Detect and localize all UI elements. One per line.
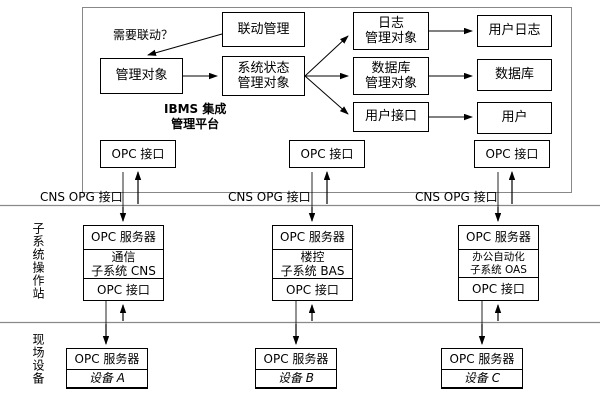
subsystem-oas-name-line2: 子系统 OAS <box>470 263 527 276</box>
subsystem-cns-opc-interface: OPC 接口 <box>97 283 150 298</box>
box-user-log[interactable]: 用户日志 <box>477 15 552 47</box>
box-log-managed-object-line2: 管理对象 <box>364 31 417 46</box>
box-log-managed-object-line1: 日志 <box>377 15 404 31</box>
ibms-platform-caption-line2: 管理平台 <box>171 117 220 131</box>
ibms-platform-caption-line1: IBMS 集成 <box>164 102 227 116</box>
subsystem-cns-name: 通信 子系统 CNS <box>84 249 163 280</box>
subsystem-cns-name-line1: 通信 <box>111 250 136 264</box>
subsystem-bas-opc-interface: OPC 接口 <box>286 283 339 298</box>
box-user-interface-label: 用户接口 <box>364 109 417 125</box>
box-database-label: 数据库 <box>494 67 534 83</box>
device-c-server: OPC 服务器 <box>449 351 515 366</box>
ibms-opc-interface-mid[interactable]: OPC 接口 <box>289 140 365 168</box>
ibms-opc-interface-mid-label: OPC 接口 <box>300 146 354 161</box>
box-database-managed-object[interactable]: 数据库 管理对象 <box>353 57 429 95</box>
subsystem-cns-server: OPC 服务器 <box>91 230 156 245</box>
device-a[interactable]: OPC 服务器 设备 A <box>66 348 148 389</box>
ibms-opc-interface-left-label: OPC 接口 <box>111 146 165 161</box>
ibms-opc-interface-right-label: OPC 接口 <box>485 146 539 161</box>
box-log-managed-object[interactable]: 日志 管理对象 <box>353 12 429 50</box>
box-database[interactable]: 数据库 <box>477 59 552 91</box>
box-database-managed-object-line2: 管理对象 <box>364 76 417 91</box>
ibms-opc-interface-left[interactable]: OPC 接口 <box>100 140 176 168</box>
box-user-interface[interactable]: 用户接口 <box>353 102 429 132</box>
device-b[interactable]: OPC 服务器 设备 B <box>255 348 337 389</box>
subsystem-bas-server: OPC 服务器 <box>280 230 345 245</box>
device-b-name: 设备 B <box>256 369 336 388</box>
subsystem-oas[interactable]: OPC 服务器 办公自动化 子系统 OAS OPC 接口 <box>458 225 539 301</box>
bus-label-left: CNS OPG 接口 <box>40 190 123 204</box>
box-user-label: 用户 <box>501 110 528 126</box>
box-managed-object-label: 管理对象 <box>115 68 168 84</box>
subsystem-oas-opc-interface: OPC 接口 <box>472 281 525 296</box>
device-a-name: 设备 A <box>67 369 147 388</box>
device-c-name: 设备 C <box>442 369 522 388</box>
box-database-managed-object-line1: 数据库 <box>371 60 411 76</box>
subsystem-bas-name-line2: 子系统 BAS <box>280 264 345 279</box>
subsystem-oas-server: OPC 服务器 <box>466 230 531 245</box>
subsystem-bas-name-line1: 楼控 <box>300 250 325 264</box>
ibms-platform-caption: IBMS 集成 管理平台 <box>164 102 226 132</box>
box-managed-object[interactable]: 管理对象 <box>100 58 183 94</box>
subsystem-cns-name-line2: 子系统 CNS <box>91 264 156 279</box>
box-system-status-line2: 管理对象 <box>237 76 290 91</box>
subsystem-cns[interactable]: OPC 服务器 通信 子系统 CNS OPC 接口 <box>83 225 164 301</box>
ibms-opc-interface-right[interactable]: OPC 接口 <box>474 140 550 168</box>
box-system-status-managed-object[interactable]: 系统状态 管理对象 <box>222 56 305 96</box>
box-user[interactable]: 用户 <box>477 102 552 134</box>
device-a-server: OPC 服务器 <box>74 351 140 366</box>
tier-label-field-device: 现场设备 <box>31 333 45 385</box>
subsystem-bas[interactable]: OPC 服务器 楼控 子系统 BAS OPC 接口 <box>272 225 353 301</box>
device-c[interactable]: OPC 服务器 设备 C <box>441 348 523 389</box>
box-user-log-label: 用户日志 <box>488 23 541 39</box>
subsystem-oas-name: 办公自动化 子系统 OAS <box>459 249 538 278</box>
device-b-server: OPC 服务器 <box>263 351 329 366</box>
subsystem-oas-name-line1: 办公自动化 <box>472 251 525 264</box>
box-linkage-management[interactable]: 联动管理 <box>222 12 305 47</box>
box-linkage-management-label: 联动管理 <box>237 21 290 37</box>
bus-label-mid: CNS OPG 接口 <box>228 190 311 204</box>
bus-label-right: CNS OPG 接口 <box>415 190 498 204</box>
subsystem-bas-name: 楼控 子系统 BAS <box>273 249 352 280</box>
linkage-question-label: 需要联动？ <box>113 28 174 42</box>
box-system-status-line1: 系统状态 <box>237 60 290 76</box>
tier-label-subsystem-station: 子系统操作站 <box>31 222 45 300</box>
